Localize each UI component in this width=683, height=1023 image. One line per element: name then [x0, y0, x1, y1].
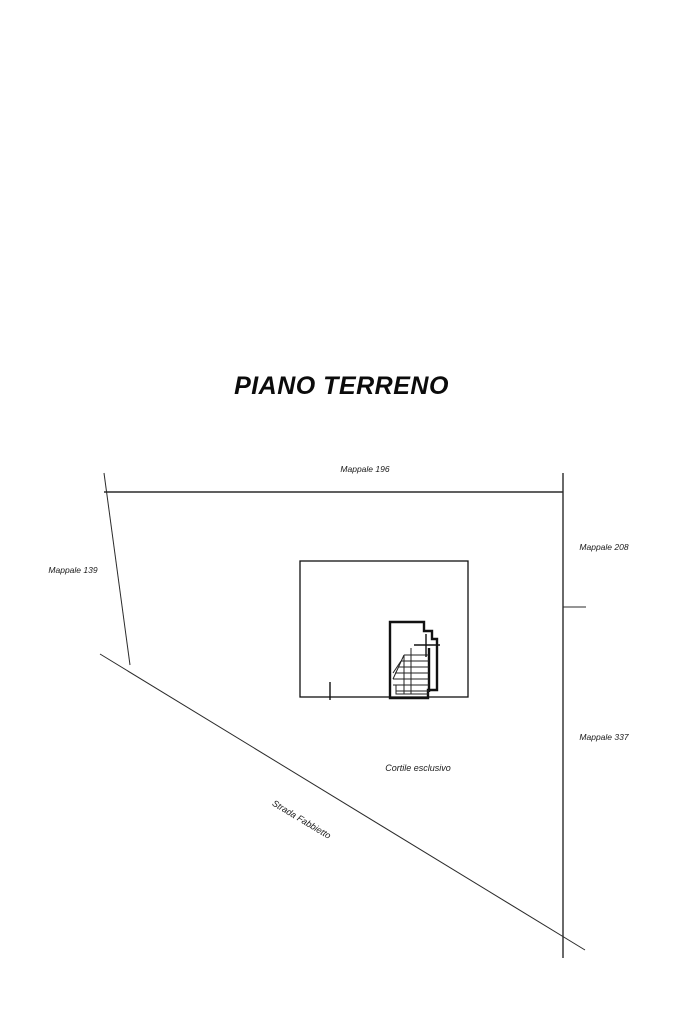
stair-direction-arrow — [392, 654, 405, 680]
label-mappale-337: Mappale 337 — [579, 732, 628, 742]
page-title: PIANO TERRENO — [234, 372, 449, 400]
parcel-boundaries — [99, 472, 586, 958]
stairwell-block — [388, 620, 440, 700]
building-outline — [299, 560, 469, 698]
label-mappale-196: Mappale 196 — [340, 464, 389, 474]
west-boundary-line — [103, 472, 131, 666]
stairwell-outer-wall — [388, 620, 439, 700]
label-mappale-139: Mappale 139 — [48, 565, 97, 575]
road-boundary-line — [99, 653, 586, 951]
plan-annotations: Mappale 196 Mappale 139 Mappale 208 Mapp… — [48, 464, 628, 841]
stair-break-line — [392, 660, 402, 674]
stairwell-cross-marker — [414, 634, 440, 657]
building-footprint — [299, 560, 469, 700]
label-strada-fabbietto: Strada Fabbietto — [270, 798, 332, 841]
stair-landing — [395, 685, 429, 695]
label-cortile-esclusivo: Cortile esclusivo — [385, 763, 451, 773]
label-mappale-208: Mappale 208 — [579, 542, 628, 552]
